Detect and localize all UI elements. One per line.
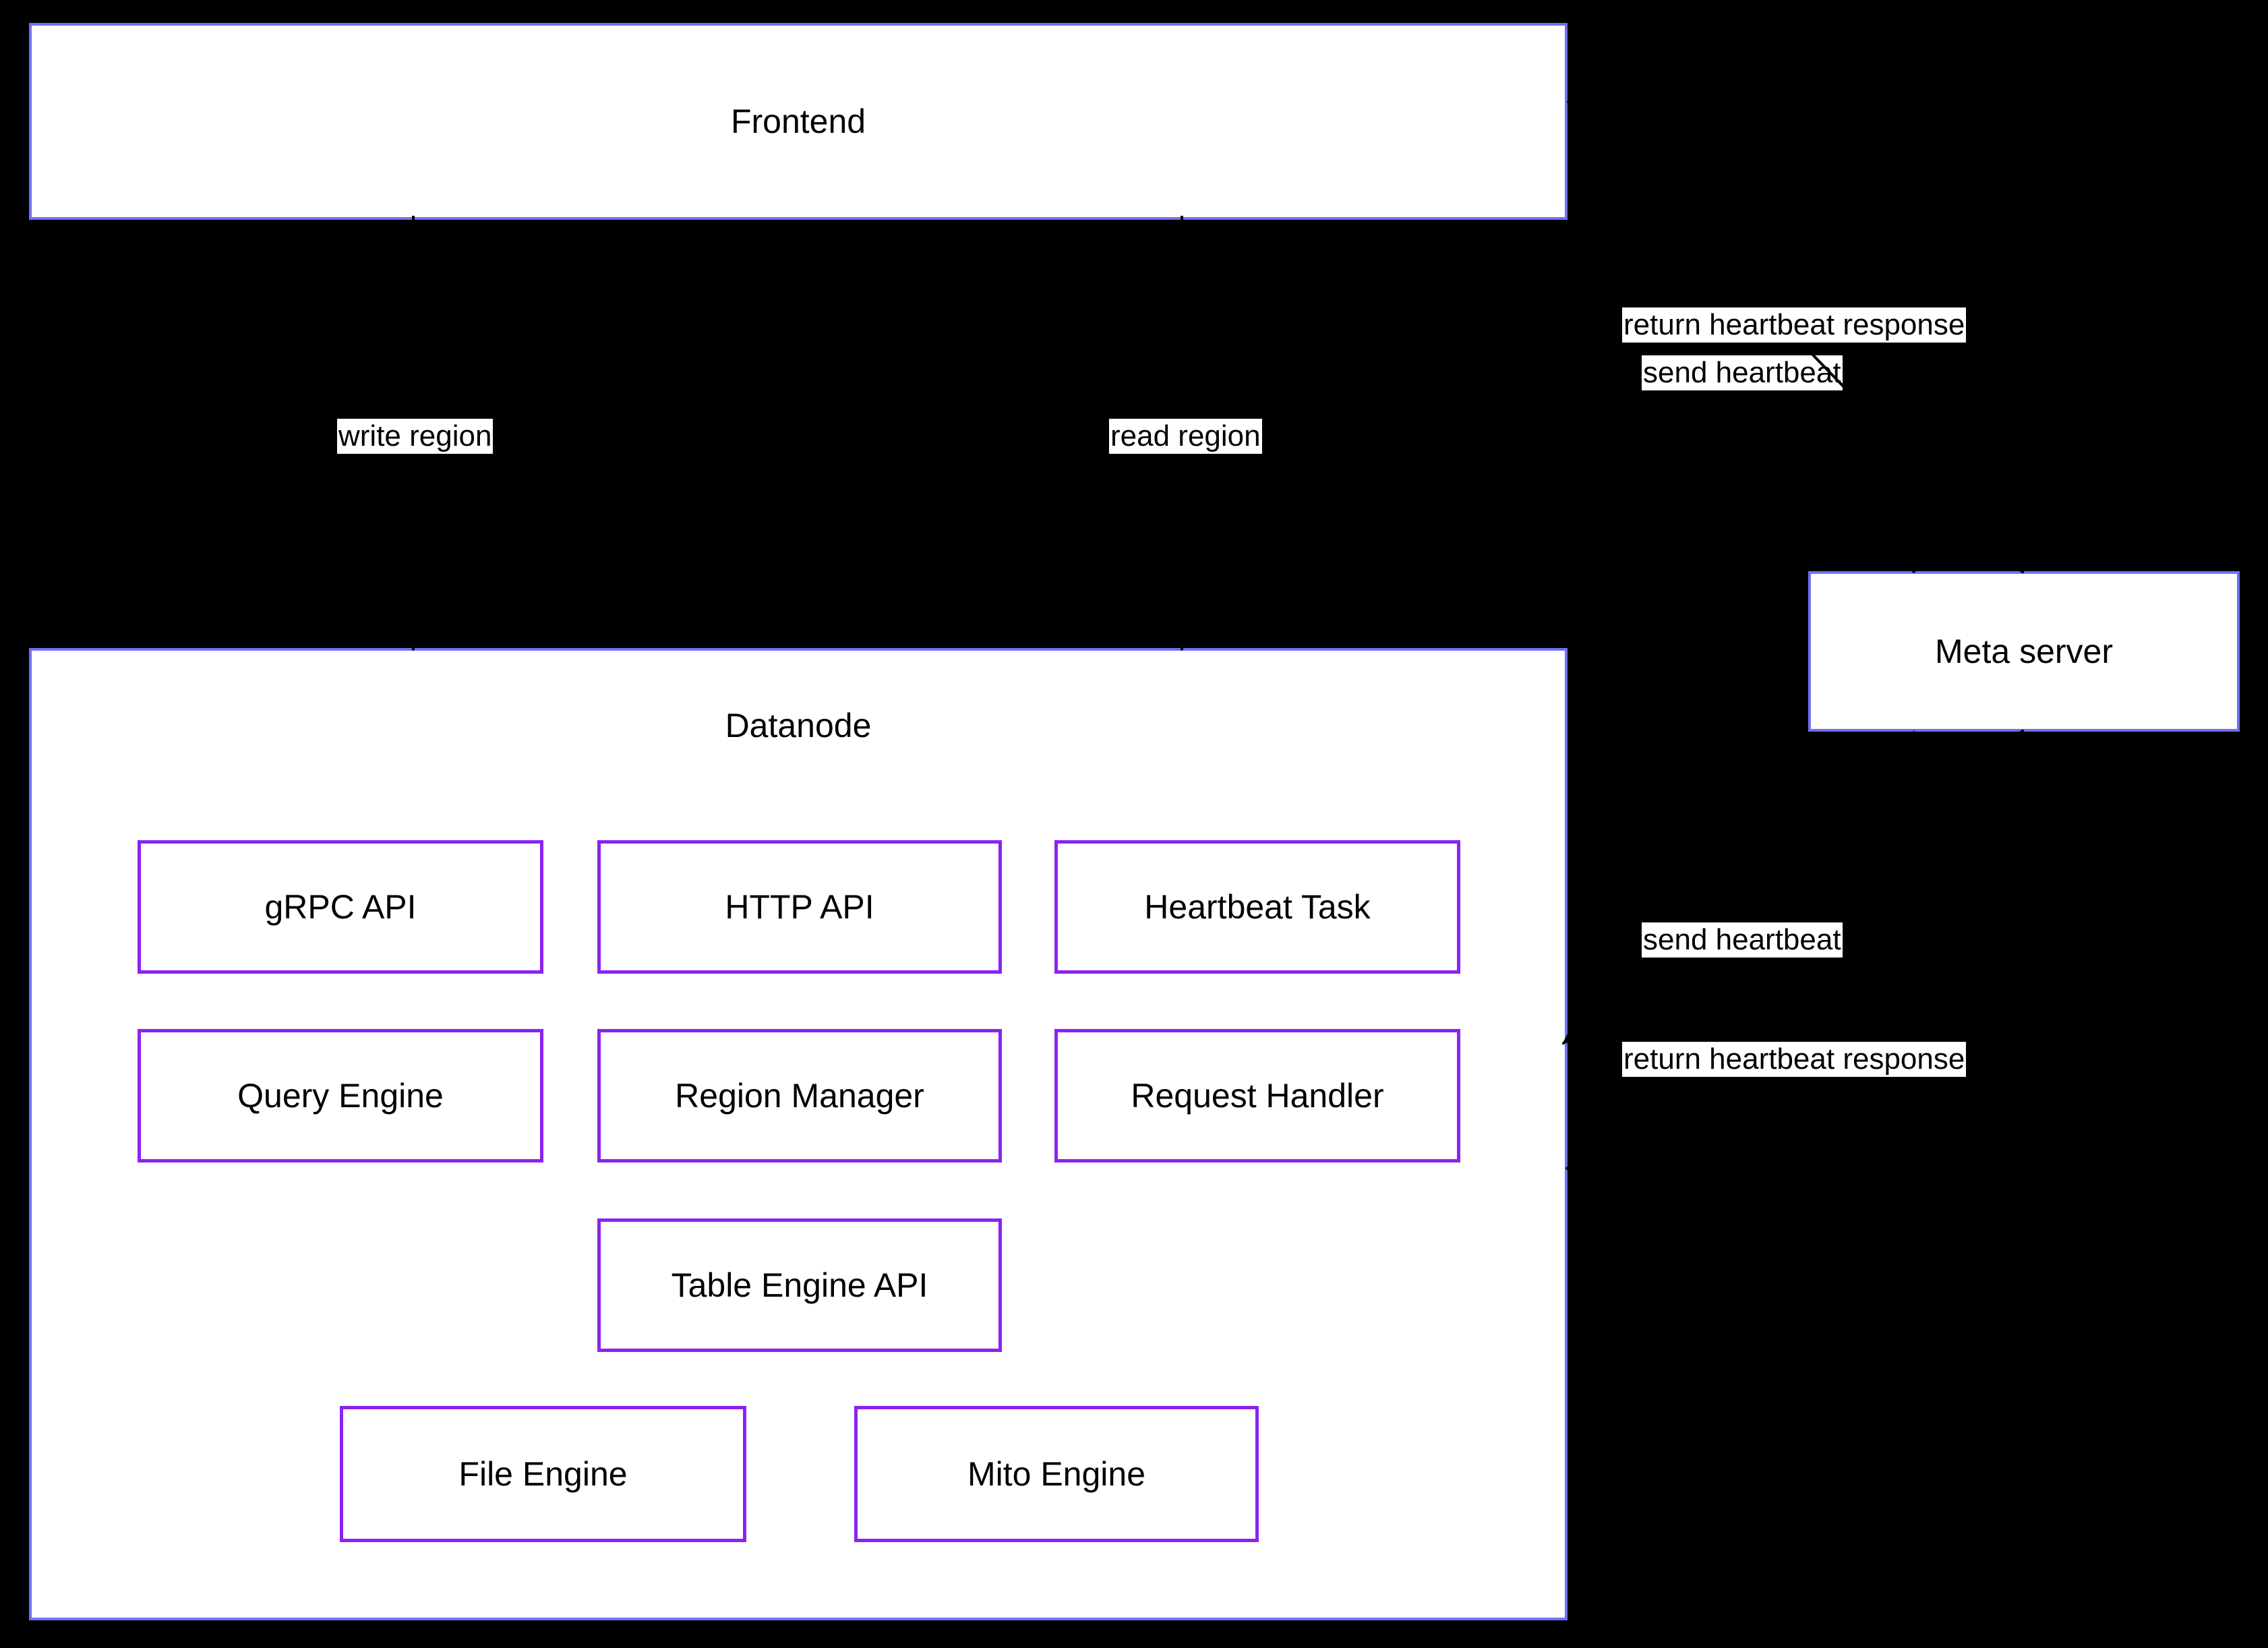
edge-label-send-heartbeat-frontend: send heartbeat [1642,355,1843,390]
send-heartbeat-datanode-text: send heartbeat [1643,923,1841,956]
frontend-node: Frontend [29,23,1568,220]
grpc-api-node: gRPC API [138,840,543,974]
arrow-return-heartbeat-to-frontend [1565,222,1916,574]
meta-server-label: Meta server [1935,632,2113,670]
datanode-label: Datanode [725,707,872,744]
heartbeat-task-node: Heartbeat Task [1054,840,1460,974]
arrow-return-heartbeat-to-datanode [1561,730,1916,1045]
request-handler-node: Request Handler [1054,1029,1460,1163]
table-engine-api-label: Table Engine API [671,1266,928,1304]
return-heartbeat-frontend-text: return heartbeat response [1623,308,1965,341]
query-engine-node: Query Engine [138,1029,543,1163]
frontend-label: Frontend [730,102,866,140]
region-manager-node: Region Manager [597,1029,1002,1163]
http-api-node: HTTP API [597,840,1002,974]
meta-server-node: Meta server [1808,571,2240,732]
edge-label-return-heartbeat-frontend: return heartbeat response [1622,307,1967,343]
edge-label-write-region: write region [337,419,494,454]
query-engine-label: Query Engine [237,1077,444,1115]
read-region-text: read region [1110,419,1261,452]
heartbeat-task-label: Heartbeat Task [1144,888,1371,926]
datanode-subgraph: Datanode gRPC API HTTP API Heartbeat Tas… [29,648,1568,1620]
mito-engine-label: Mito Engine [967,1455,1146,1493]
region-manager-label: Region Manager [675,1077,924,1115]
grpc-api-label: gRPC API [264,888,417,926]
edge-label-send-heartbeat-datanode: send heartbeat [1642,922,1843,958]
edge-label-read-region: read region [1109,419,1262,454]
request-handler-label: Request Handler [1131,1077,1384,1115]
return-heartbeat-datanode-text: return heartbeat response [1623,1042,1965,1076]
http-api-label: HTTP API [725,888,874,926]
file-engine-node: File Engine [340,1406,746,1542]
write-region-text: write region [338,419,492,452]
table-engine-api-node: Table Engine API [597,1218,1002,1352]
mito-engine-node: Mito Engine [854,1406,1259,1542]
file-engine-label: File Engine [458,1455,628,1493]
send-heartbeat-frontend-text: send heartbeat [1643,356,1841,389]
edge-label-return-heartbeat-datanode: return heartbeat response [1622,1042,1967,1077]
